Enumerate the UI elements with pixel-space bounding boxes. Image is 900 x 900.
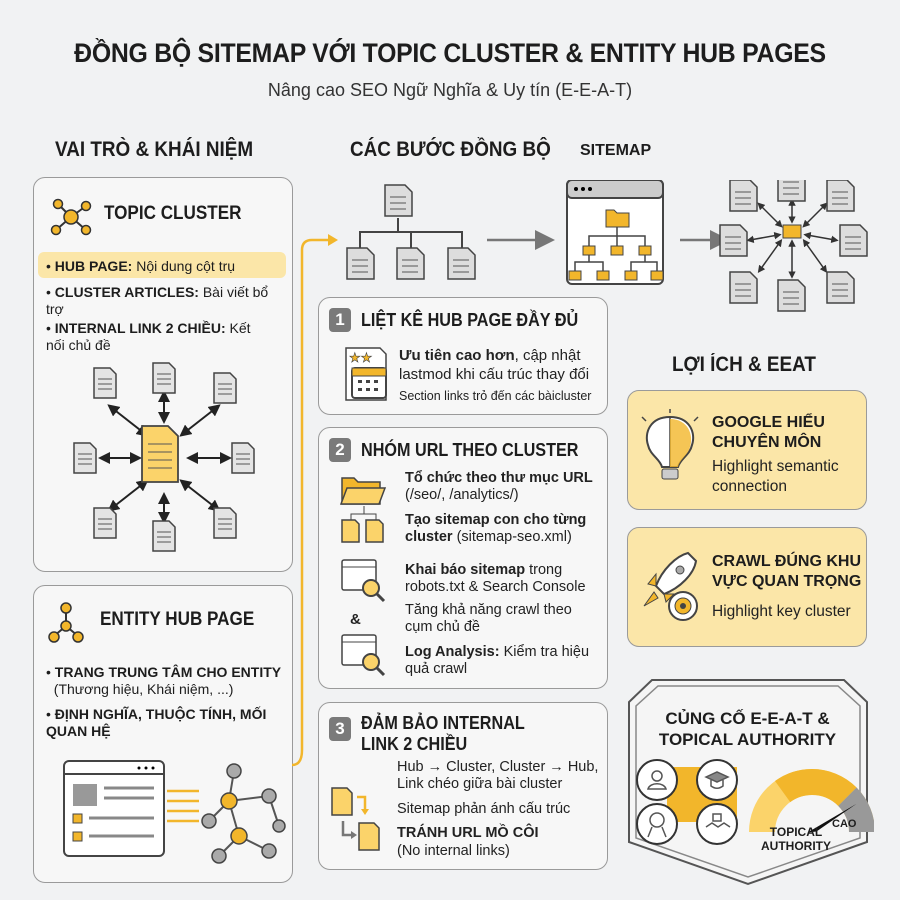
benefit-card: CRAWL ĐÚNG KHU VỰC QUAN TRỌNG Highlight … [627, 527, 867, 647]
step-title: NHÓM URL THEO CLUSTER [361, 440, 579, 460]
list-item: • INTERNAL LINK 2 CHIỀU: Kết nối chủ đề [46, 320, 251, 353]
card-text: Highlight semantic connection [712, 458, 839, 495]
step-line: Log Analysis: Kiểm tra hiệu quả crawl [405, 644, 590, 677]
entity-hub-title: ENTITY HUB PAGE [100, 609, 255, 630]
step-2-icons: & [339, 477, 387, 677]
list-item: • TRANG TRUNG TÂM CHO ENTITY (Thương hiệ… [46, 664, 282, 697]
middle-heading: CÁC BƯỚC ĐỒNG BỘ [350, 138, 551, 161]
entity-page-graph-illustration [63, 760, 286, 864]
eeat-badge [628, 679, 874, 886]
page-subtitle: Nâng cao SEO Ngữ Nghĩa & Uy tín (E-E-A-T… [267, 80, 633, 100]
priority-calendar-icon: ★★ [345, 347, 387, 401]
step-line: Tăng khả năng crawl theo cụm chủ đề [405, 602, 572, 635]
flow-connector-arrow [291, 234, 338, 767]
bidirectional-link-icon [331, 787, 380, 851]
step-line: TRÁNH URL MỒ CÔI [397, 825, 539, 841]
step-number: 2 [329, 438, 351, 462]
step-line: (No internal links) [397, 843, 510, 859]
hub-cluster-diagram [73, 362, 255, 552]
card-title: CRAWL ĐÚNG KHU VỰC QUAN TRỌNG [712, 553, 862, 590]
sitemap-flow-illustration [346, 180, 868, 312]
step-line: Sitemap phản ánh cấu trúc [397, 801, 571, 817]
network-icon [50, 198, 92, 236]
card-text: Highlight key cluster [712, 603, 851, 620]
sitemap-label: SITEMAP [580, 142, 652, 159]
step-line: Khai báo sitemap trong robots.txt & Sear… [405, 562, 586, 595]
left-heading: VAI TRÒ & KHÁI NIỆM [55, 138, 254, 161]
card-title: GOOGLE HIỂU CHUYÊN MÔN [712, 414, 825, 451]
step-number: 3 [329, 717, 351, 741]
step-line: Tạo sitemap con cho từng cluster (sitema… [405, 512, 587, 545]
step-line: Tổ chức theo thư mục URL (/seo/, /analyt… [405, 470, 593, 503]
step-number: 1 [329, 308, 351, 332]
list-item: • HUB PAGE: Nội dung cột trụ [46, 258, 236, 274]
entity-hub-panel: ENTITY HUB PAGE • TRANG TRUNG TÂM CHO EN… [33, 585, 293, 883]
step-2-panel: 2 NHÓM URL THEO CLUSTER & Tổ chức theo t… [318, 427, 608, 689]
ampersand: & [350, 611, 361, 628]
right-heading: LỢI ÍCH & EEAT [672, 353, 816, 376]
step-line: Section links trỏ đến các bàicluster [399, 389, 592, 403]
topic-cluster-title: TOPIC CLUSTER [104, 203, 242, 224]
step-3-panel: 3 ĐẢM BẢO INTERNAL LINK 2 CHIỀU Hub → Cl… [318, 702, 608, 870]
entity-graph-icon [48, 602, 84, 643]
step-title: ĐẢM BẢO INTERNAL LINK 2 CHIỀU [361, 713, 525, 754]
page-title: ĐỒNG BỘ SITEMAP VỚI TOPIC CLUSTER & ENTI… [74, 38, 826, 68]
step-line: Ưu tiên cao hơn, cập nhật lastmod khi cấ… [399, 347, 590, 383]
list-item: • CLUSTER ARTICLES: Bài viết bổ trợ [46, 284, 269, 317]
benefit-card: GOOGLE HIỂU CHUYÊN MÔN Highlight semanti… [627, 390, 867, 510]
gauge-max-label: CAO [832, 818, 857, 830]
badge-title: CỦNG CỐ E-E-A-T & TOPICAL AUTHORITY [658, 709, 837, 749]
svg-text:★★: ★★ [349, 350, 372, 365]
step-line: Hub → Cluster, Cluster → Hub, Link chéo … [397, 759, 599, 792]
step-1-panel: 1 LIỆT KÊ HUB PAGE ĐẦY ĐỦ ★★ Ưu tiên cao… [318, 297, 608, 415]
list-item: • ĐỊNH NGHĨA, THUỘC TÍNH, MỐI QUAN HỆ [46, 706, 267, 739]
brain-lightbulb-icon [641, 409, 699, 480]
rocket-target-icon [643, 551, 698, 621]
gauge-label: TOPICAL AUTHORITY [761, 825, 831, 853]
topic-cluster-panel: TOPIC CLUSTER • HUB PAGE: Nội dung cột t… [33, 177, 293, 572]
step-title: LIỆT KÊ HUB PAGE ĐẦY ĐỦ [361, 310, 579, 330]
